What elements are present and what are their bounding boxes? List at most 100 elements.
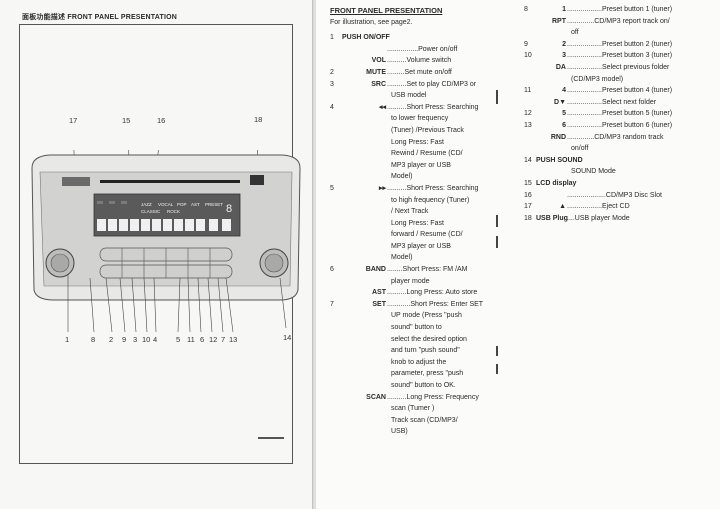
entry-key: RPT xyxy=(552,17,566,25)
entry-number: 2 xyxy=(330,68,334,76)
callout-12: 12 xyxy=(209,335,218,344)
entry-description: Model) xyxy=(391,173,413,181)
middle-title: FRONT PANEL PRESENTATION xyxy=(330,6,443,15)
entry-number xyxy=(524,74,536,86)
entry-key xyxy=(536,27,567,39)
callout-13: 13 xyxy=(229,335,238,344)
entry-line: USB model xyxy=(330,90,506,102)
entry-description: sound" button to OK. xyxy=(391,382,456,389)
entry-key xyxy=(342,148,387,160)
entry-number xyxy=(330,195,342,207)
callout-1: 1 xyxy=(65,335,70,344)
entry-description: ..................Preset button 2 (tuner… xyxy=(567,40,673,48)
entry-description: Long Press: Fast xyxy=(391,138,444,146)
entry-description: ..................Eject CD xyxy=(567,203,630,211)
entry-description: USB) xyxy=(391,428,408,436)
entry-key xyxy=(342,195,387,207)
entry-number: 17 xyxy=(524,203,532,211)
entry-line: select the desired option xyxy=(330,334,506,346)
entry-description: ....................CD/MP3 Disc Slot xyxy=(567,191,662,199)
entry-line: Rewind / Resume (CD/ xyxy=(330,148,506,160)
entry-key xyxy=(536,190,567,202)
callout-10: 10 xyxy=(142,335,151,344)
entry-number xyxy=(524,143,536,155)
entry-description: ..........Short Press: Searching xyxy=(387,184,479,192)
entry-description: and turn "push sound" xyxy=(391,347,460,355)
entry-description: (CD/MP3 model) xyxy=(571,75,624,83)
entry-number xyxy=(330,276,342,288)
entry-number xyxy=(330,229,342,241)
entry-description: sound" button to xyxy=(391,324,442,332)
entry-description: ..........Set to play CD/MP3 or xyxy=(387,80,477,88)
entry-line: forward / Resume (CD/ xyxy=(330,229,506,241)
entry-number: 3 xyxy=(330,80,334,88)
entry-key xyxy=(536,143,567,155)
entry-key xyxy=(342,345,387,357)
display-classic: CLASSIC xyxy=(141,209,161,214)
entry-key xyxy=(342,426,387,438)
entry-line: parameter, press "push xyxy=(330,368,506,380)
entry-key xyxy=(342,252,387,264)
entry-line: sound" button to OK. xyxy=(330,380,506,392)
entry-line: player mode xyxy=(330,276,506,288)
entry-key xyxy=(342,276,387,288)
entry-key xyxy=(342,357,387,369)
entry-description: parameter, press "push xyxy=(391,370,464,378)
entry-line: RPT..............CD/MP3 report track on/ xyxy=(524,16,714,28)
entry-description: ..................Select next folder xyxy=(567,98,657,106)
entry-line: scan (Tumer ) xyxy=(330,403,506,415)
entry-description: ........Short Press: FM /AM xyxy=(387,266,468,274)
entry-description: Long Press: Fast xyxy=(391,219,444,227)
entry-key: SCAN xyxy=(366,393,386,401)
entry-line: Model) xyxy=(330,171,506,183)
entry-number xyxy=(330,125,342,137)
entry-number: 1 xyxy=(330,34,334,42)
entry-key: 6 xyxy=(562,121,566,129)
entry-description: ..............CD/MP3 random track xyxy=(567,133,664,141)
entry-description: ..................Preset button 3 (tuner… xyxy=(567,52,673,60)
entry-description: ............Short Press: Enter SET xyxy=(387,300,484,308)
entry-number xyxy=(524,27,536,39)
entry-description: Model) xyxy=(391,254,413,262)
entry-number xyxy=(330,206,342,218)
entry-number: 6 xyxy=(330,266,334,274)
entry-number xyxy=(330,171,342,183)
entry-number xyxy=(330,426,342,438)
callout-2: 2 xyxy=(109,335,114,344)
entry-number: 12 xyxy=(524,110,532,118)
entry-description: to high frequency (Tuner) xyxy=(391,196,470,204)
callout-18: 18 xyxy=(254,115,263,124)
margin-mark xyxy=(496,364,498,374)
entry-line: AST..........Long Press: Auto store xyxy=(330,287,506,299)
entry-key: 2 xyxy=(562,40,566,48)
entry-line: Model) xyxy=(330,252,506,264)
entry-number: 18 xyxy=(524,214,532,222)
entry-key xyxy=(342,415,387,427)
display-ast: AST xyxy=(191,202,200,207)
entry-description: ..................Preset button 1 (tuner… xyxy=(567,6,673,13)
entry-line: D▼..................Select next folder xyxy=(524,97,714,109)
entry-number: 4 xyxy=(330,103,334,111)
display-jazz: JAZZ xyxy=(141,202,152,207)
entry-number: 15 xyxy=(524,179,532,187)
entry-description: ..................Preset button 4 (tuner… xyxy=(567,87,673,95)
entry-description: ..........Volume switch xyxy=(387,57,452,65)
middle-subtitle: For illustration, see page2. xyxy=(330,18,413,26)
entry-key: RND xyxy=(550,133,566,141)
entry-description: select the desired option xyxy=(391,335,467,343)
entry-key: ▸▸ xyxy=(378,184,386,192)
entry-line: VOL..........Volume switch xyxy=(330,55,506,67)
entry-key: MUTE xyxy=(366,68,386,76)
entry-line: Long Press: Fast xyxy=(330,137,506,149)
entry-line: sound" button to xyxy=(330,322,506,334)
entry-key: USB Plug xyxy=(536,214,568,222)
entry-line: 16....................CD/MP3 Disc Slot xyxy=(524,190,714,202)
entry-key xyxy=(342,241,387,253)
entry-number: 13 xyxy=(524,121,532,129)
entry-line: MP3 player or USB xyxy=(330,160,506,172)
